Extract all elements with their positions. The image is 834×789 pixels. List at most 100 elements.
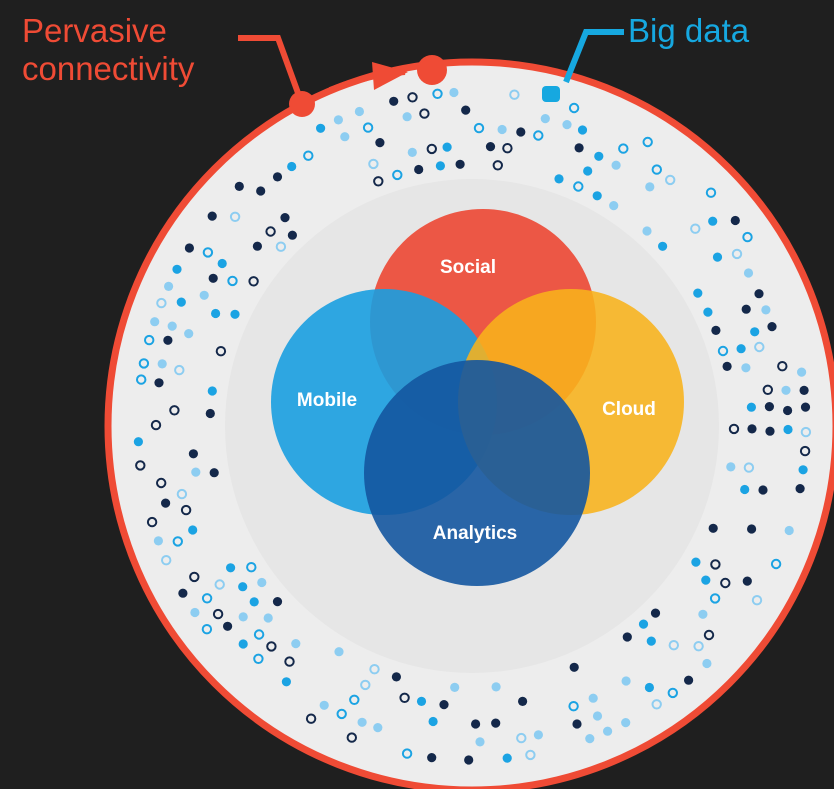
data-dot: [750, 327, 760, 337]
data-dot: [227, 275, 238, 287]
data-dot: [765, 426, 775, 436]
data-dot: [703, 629, 715, 641]
data-dot: [319, 700, 329, 710]
data-dot: [414, 164, 424, 175]
data-dot: [427, 753, 437, 763]
data-dot: [340, 132, 350, 142]
data-dot: [731, 248, 743, 260]
data-dot: [642, 136, 653, 148]
data-dot: [249, 597, 259, 607]
data-dot: [562, 120, 572, 130]
data-dot: [432, 88, 443, 100]
data-dot: [502, 753, 512, 763]
data-dot: [333, 115, 343, 125]
data-dot: [740, 484, 750, 495]
data-dot: [275, 241, 287, 252]
data-dot: [369, 664, 380, 675]
data-dot: [234, 181, 244, 191]
data-dot: [419, 108, 430, 119]
data-dot: [163, 335, 173, 345]
data-dot: [346, 732, 357, 743]
data-dot: [710, 559, 721, 570]
data-dot: [256, 186, 266, 196]
data-dot: [180, 504, 192, 516]
data-dot: [698, 609, 708, 619]
data-dot: [208, 273, 218, 283]
data-dot: [650, 608, 661, 618]
data-dot: [174, 364, 185, 376]
data-dot: [781, 385, 791, 395]
data-dot: [373, 176, 384, 187]
data-dot: [172, 264, 182, 274]
data-dot: [554, 174, 564, 184]
data-dot: [223, 621, 233, 631]
data-dot: [253, 629, 265, 640]
data-dot: [246, 562, 257, 573]
data-dot: [497, 124, 507, 135]
data-dot: [668, 640, 679, 651]
data-dot: [509, 89, 520, 100]
data-dot: [572, 719, 582, 729]
data-dot: [754, 341, 765, 353]
data-dot: [747, 424, 757, 434]
data-dot: [157, 359, 167, 369]
data-dot: [502, 143, 513, 154]
data-dot: [263, 613, 273, 623]
data-dot: [416, 696, 427, 707]
data-dot: [592, 191, 602, 201]
pervasive-leader-line: [238, 35, 305, 106]
data-dot: [305, 713, 317, 724]
data-dot: [516, 732, 527, 744]
pervasive-connectivity-ring: [104, 58, 834, 789]
data-dot: [291, 639, 301, 649]
data-dot: [728, 423, 740, 435]
data-dot: [797, 367, 807, 377]
data-dot: [284, 656, 295, 667]
data-dot: [428, 716, 438, 727]
data-dot: [798, 465, 808, 475]
data-dot: [156, 297, 167, 309]
data-dot: [215, 346, 227, 357]
data-dot: [621, 676, 631, 686]
social-label: Social: [440, 257, 496, 278]
data-dot: [150, 317, 160, 327]
data-dot: [540, 114, 550, 124]
data-dot: [747, 524, 757, 534]
data-dot: [272, 172, 283, 182]
data-dot: [391, 672, 401, 682]
data-dot: [684, 675, 694, 685]
data-dot: [172, 536, 184, 547]
data-dot: [711, 325, 721, 335]
data-dot: [266, 641, 277, 652]
data-dot: [594, 151, 604, 161]
pervasive-connector: [238, 35, 447, 117]
data-dot: [764, 402, 775, 412]
data-dot: [153, 536, 163, 546]
data-dot: [138, 358, 150, 369]
data-dot: [230, 309, 240, 319]
venn-diagram: Social Mobile Cloud Analytics: [271, 209, 684, 586]
data-dot: [665, 174, 676, 186]
data-dot: [199, 290, 209, 300]
data-dot: [238, 612, 248, 622]
data-dot: [795, 484, 805, 494]
data-dot: [574, 143, 584, 153]
data-dot: [135, 460, 146, 471]
data-dot: [533, 130, 544, 141]
data-dot: [471, 719, 481, 729]
data-dot: [248, 276, 259, 287]
data-dot: [226, 563, 236, 573]
analytics-circle: [364, 360, 590, 586]
data-dot: [426, 143, 437, 155]
data-dot: [188, 525, 198, 535]
data-dot: [642, 226, 652, 236]
cloud-label: Cloud: [602, 399, 656, 420]
mobile-label: Mobile: [297, 390, 357, 411]
pervasive-node-left: [289, 91, 315, 117]
pervasive-arrow-head: [372, 62, 408, 90]
data-dot: [618, 143, 629, 154]
data-dot: [573, 181, 584, 192]
data-dot: [491, 682, 501, 692]
data-dot: [368, 158, 379, 170]
